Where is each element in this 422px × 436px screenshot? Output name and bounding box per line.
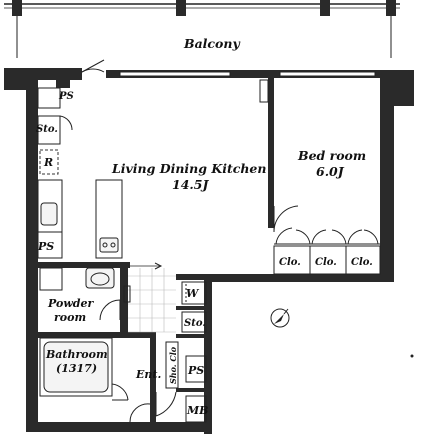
mb-label: MB [186,404,208,417]
hall-storage [165,281,207,423]
shoe-closet-label: Sho. Clo [168,346,178,384]
powder-label: Powder [47,297,94,310]
corner-dot [410,354,414,358]
closet-3-label: Clo. [351,257,373,268]
ps-top-label: PS [58,91,74,102]
bathroom-size: (1317) [56,362,97,375]
balcony-door [81,59,105,73]
sto-hall-label: Sto. [184,318,206,329]
ldk-area: 14.5J [172,177,209,192]
compass-icon [270,308,290,328]
sto-top-label: Sto. [36,124,58,135]
bedroom-label: Bed room [297,148,366,163]
refrigerator-label: R [43,156,53,169]
bedroom-area: 6.0J [316,164,345,179]
powder-label-room: room [54,311,86,324]
ps-hall-label: PS [187,364,204,377]
hall-tiles [128,268,176,333]
powder-fixtures [39,267,131,321]
kitchen-fixtures [37,87,163,270]
closet-1-label: Clo. [279,257,301,268]
ldk-label: Living Dining Kitchen [111,161,266,176]
bedroom-closets [273,205,381,275]
closet-2-label: Clo. [315,257,337,268]
entrance-door [129,391,177,423]
entrance-label: Ent. [135,368,161,381]
balcony-label: Balcony [183,36,240,51]
bathroom-tub [39,337,129,401]
exterior-walls [4,68,414,434]
ps-kitchen-label: PS [37,240,54,253]
balcony-railing [4,0,400,58]
washer-label: W [186,287,200,300]
bathroom-label: Bathroom [45,348,108,361]
